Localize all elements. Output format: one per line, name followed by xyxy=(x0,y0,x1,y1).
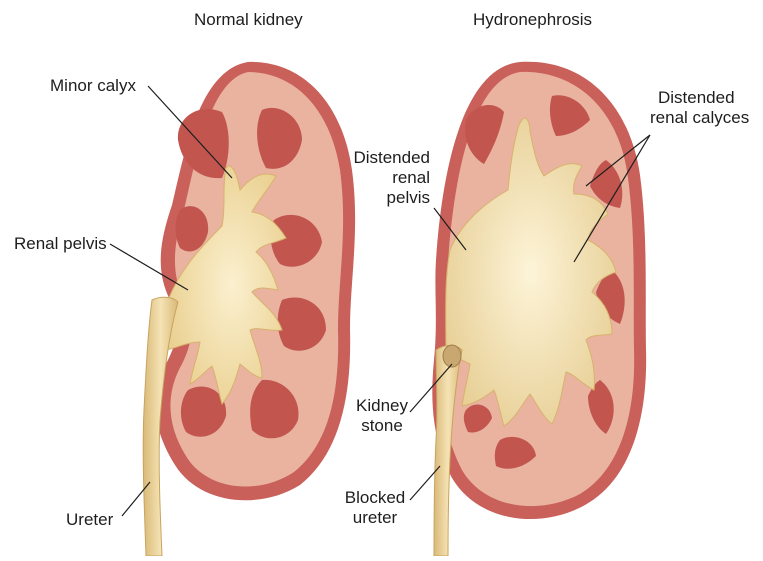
label-blocked-ureter-line1: Blocked xyxy=(340,488,410,508)
title-normal-kidney: Normal kidney xyxy=(194,10,303,30)
label-distended-renal-calyces: Distended renal calyces xyxy=(650,88,749,128)
label-kidney-stone: Kidney stone xyxy=(352,396,412,436)
label-minor-calyx: Minor calyx xyxy=(50,76,136,96)
hydro-kidney xyxy=(432,62,646,556)
normal-kidney xyxy=(143,62,355,556)
label-distended-renal-pelvis-line3: pelvis xyxy=(346,188,430,208)
kidney-stone xyxy=(443,345,461,367)
label-distended-renal-pelvis-line1: Distended xyxy=(346,148,430,168)
label-blocked-ureter-line2: ureter xyxy=(340,508,410,528)
title-hydronephrosis: Hydronephrosis xyxy=(473,10,592,30)
label-ureter: Ureter xyxy=(66,510,113,530)
label-distended-renal-pelvis: Distended renal pelvis xyxy=(346,148,430,208)
label-distended-renal-calyces-line2: renal calyces xyxy=(650,108,749,128)
label-kidney-stone-line1: Kidney xyxy=(352,396,412,416)
label-blocked-ureter: Blocked ureter xyxy=(340,488,410,528)
label-distended-renal-calyces-line1: Distended xyxy=(650,88,749,108)
label-renal-pelvis: Renal pelvis xyxy=(14,234,107,254)
label-kidney-stone-line2: stone xyxy=(352,416,412,436)
label-distended-renal-pelvis-line2: renal xyxy=(346,168,430,188)
